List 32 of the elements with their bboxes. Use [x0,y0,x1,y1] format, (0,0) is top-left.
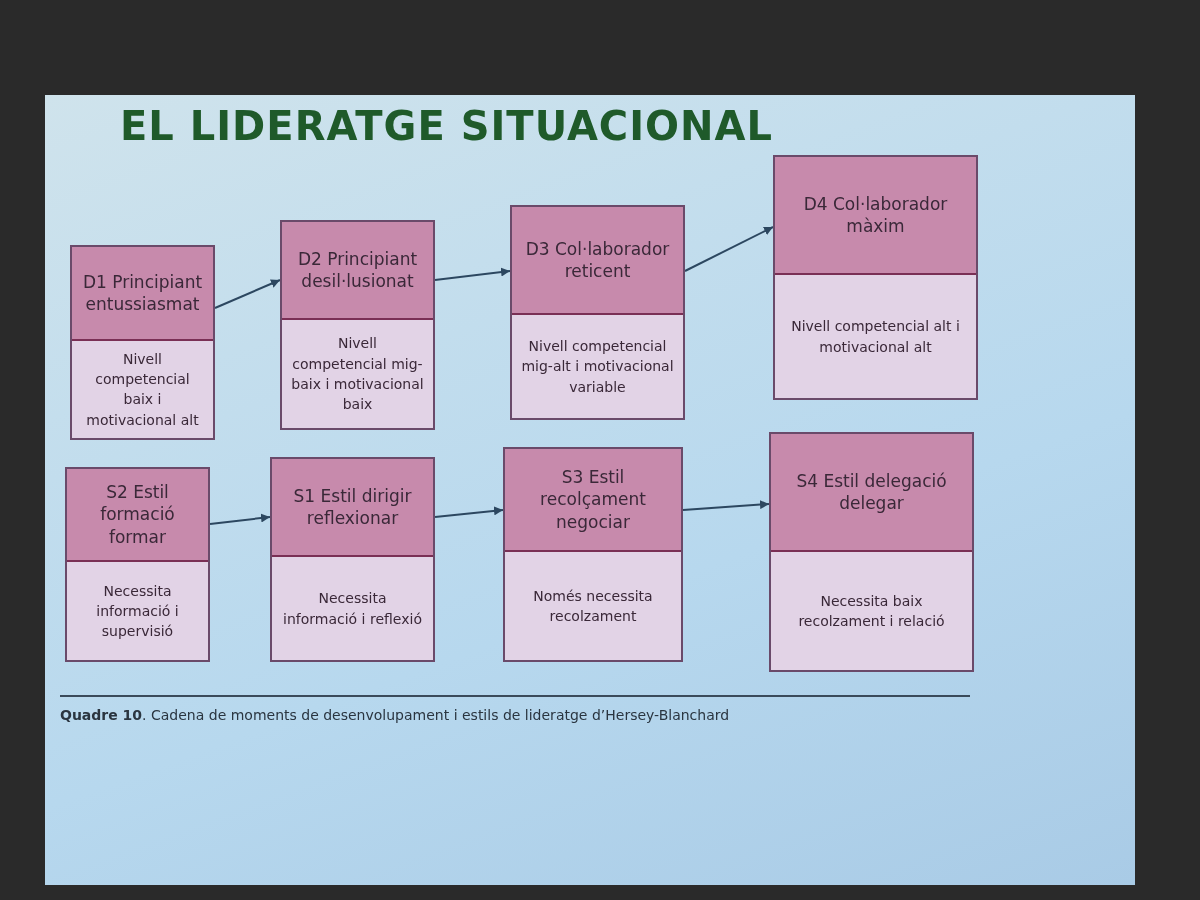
stage-card [769,432,974,672]
card-heading: S3 Estil recolçament negociar [539,466,647,533]
figure-caption: Quadre 10. Cadena de moments de desenvolupament i estils de lideratge d’Hersey-Blanchard [60,707,730,723]
arrow [214,279,281,309]
card-description: Només necessita recolzament [532,586,654,626]
slide-title: EL LIDERATGE SITUACIONAL [120,103,773,149]
card-heading: D4 Col·laborador màxim [802,192,949,238]
arrow [209,513,271,525]
card-heading: D3 Col·laborador reticent [524,237,671,283]
card-heading: S1 Estil dirigir reflexionar [292,484,413,530]
card-heading: S2 Estil formació formar [99,481,176,548]
stage-card [65,467,210,662]
card-description: Nivell competencial baix i motivacional alt [85,349,200,430]
arrow [434,267,511,281]
arrow [684,226,774,272]
stage-card [503,447,683,662]
card-heading: S4 Estil delegació delegar [795,469,948,515]
stage-card [70,245,215,440]
card-description: Nivell competencial alt i motivacional alt [790,317,961,357]
card-description: Necessita baix recolzament i relació [797,591,946,631]
arrow [682,500,770,511]
arrow [434,506,504,518]
stage-card [270,457,435,662]
card-description: Necessita informació i reflexió [282,589,423,629]
card-description: Nivell competencial mig-baix i motivacional baix [290,334,425,415]
card-description: Necessita informació i supervisió [95,581,180,642]
card-heading: D1 Principiant entussiasmat [81,270,204,315]
stage-card [773,155,978,400]
stage-card [280,220,435,430]
card-description: Nivell competencial mig-alt i motivacional variable [520,337,675,397]
card-heading: D2 Principiant desil·lusionat [296,247,419,293]
stage-card [510,205,685,420]
